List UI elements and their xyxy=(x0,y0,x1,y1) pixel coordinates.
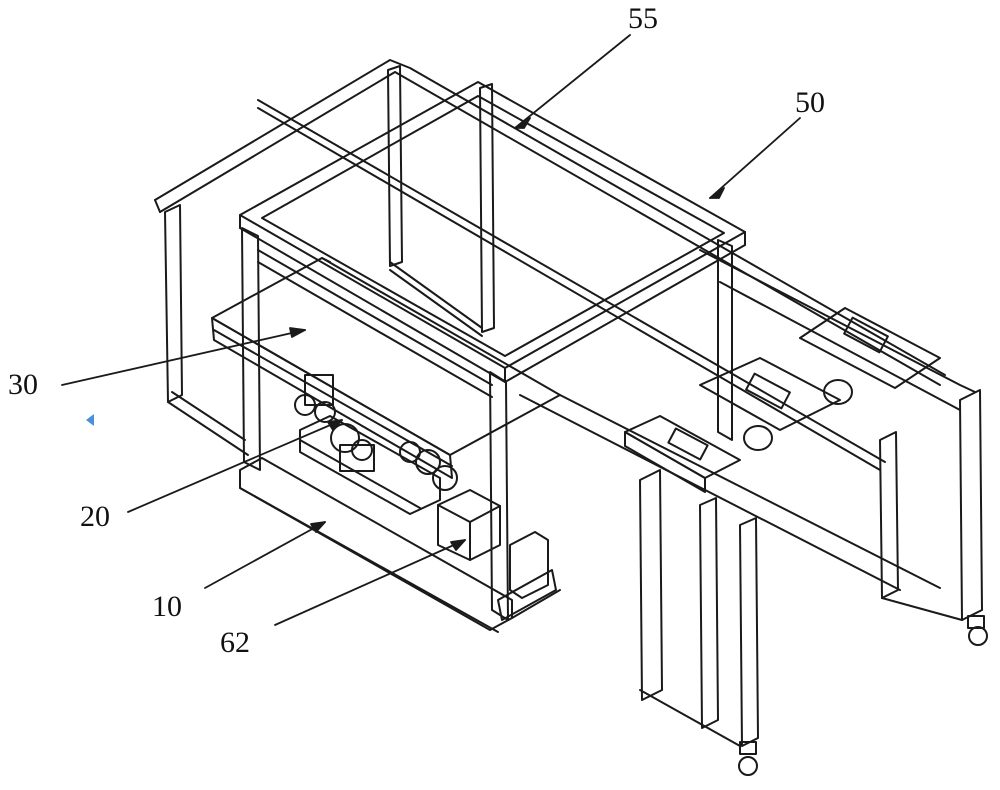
label-50: 50 xyxy=(795,86,825,119)
label-20: 20 xyxy=(80,500,110,533)
label-10: 10 xyxy=(152,590,182,623)
caster-wheels xyxy=(739,616,987,775)
rear-frame xyxy=(155,60,975,470)
right-legs xyxy=(640,390,982,746)
label-55: 55 xyxy=(628,2,658,35)
blue-marker-icon xyxy=(86,414,94,426)
base-platform xyxy=(240,458,560,632)
drive-mechanism xyxy=(295,375,457,514)
label-30: 30 xyxy=(8,368,38,401)
control-box xyxy=(438,490,548,598)
label-62: 62 xyxy=(220,626,250,659)
right-carriage xyxy=(520,308,940,590)
conveyor-table xyxy=(212,258,560,478)
leader-lines xyxy=(62,35,800,625)
